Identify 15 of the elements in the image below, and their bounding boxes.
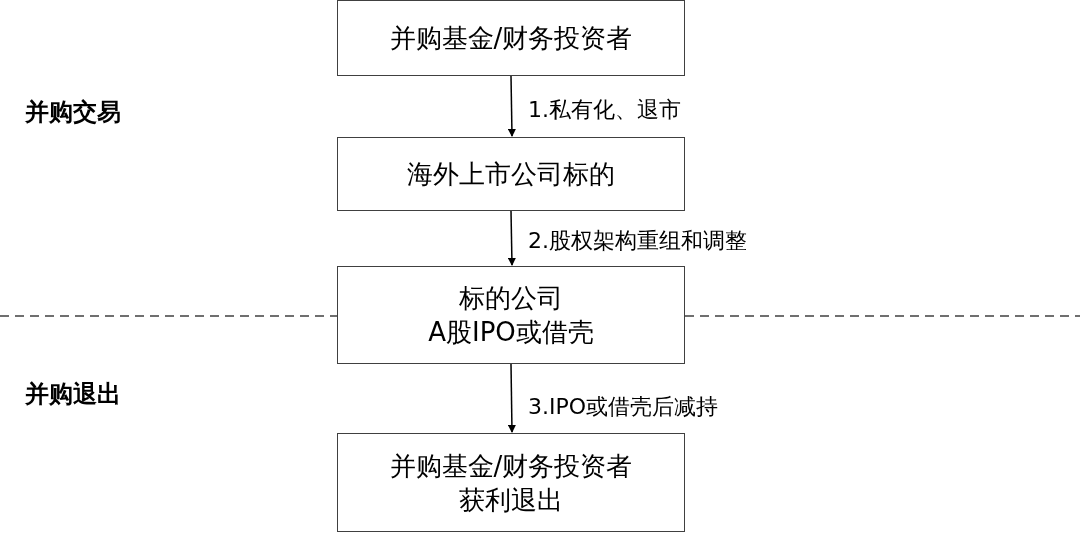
process-box bbox=[337, 266, 685, 364]
box-text: 并购基金/财务投资者 bbox=[389, 449, 633, 483]
box-text: 获利退出 bbox=[459, 483, 563, 517]
box-text: A股IPO或借壳 bbox=[428, 316, 594, 349]
process-box bbox=[337, 0, 685, 76]
process-box bbox=[337, 137, 685, 211]
arrow bbox=[507, 210, 516, 266]
section-label: 并购交易 bbox=[25, 97, 121, 128]
box-text: 并购基金/财务投资者 bbox=[389, 22, 633, 55]
box-text: 标的公司 bbox=[459, 282, 563, 315]
process-box bbox=[337, 433, 685, 532]
box-text: 海外上市公司标的 bbox=[407, 158, 615, 191]
arrow bbox=[507, 363, 516, 433]
section-label: 并购退出 bbox=[25, 379, 121, 410]
arrow bbox=[507, 75, 516, 137]
